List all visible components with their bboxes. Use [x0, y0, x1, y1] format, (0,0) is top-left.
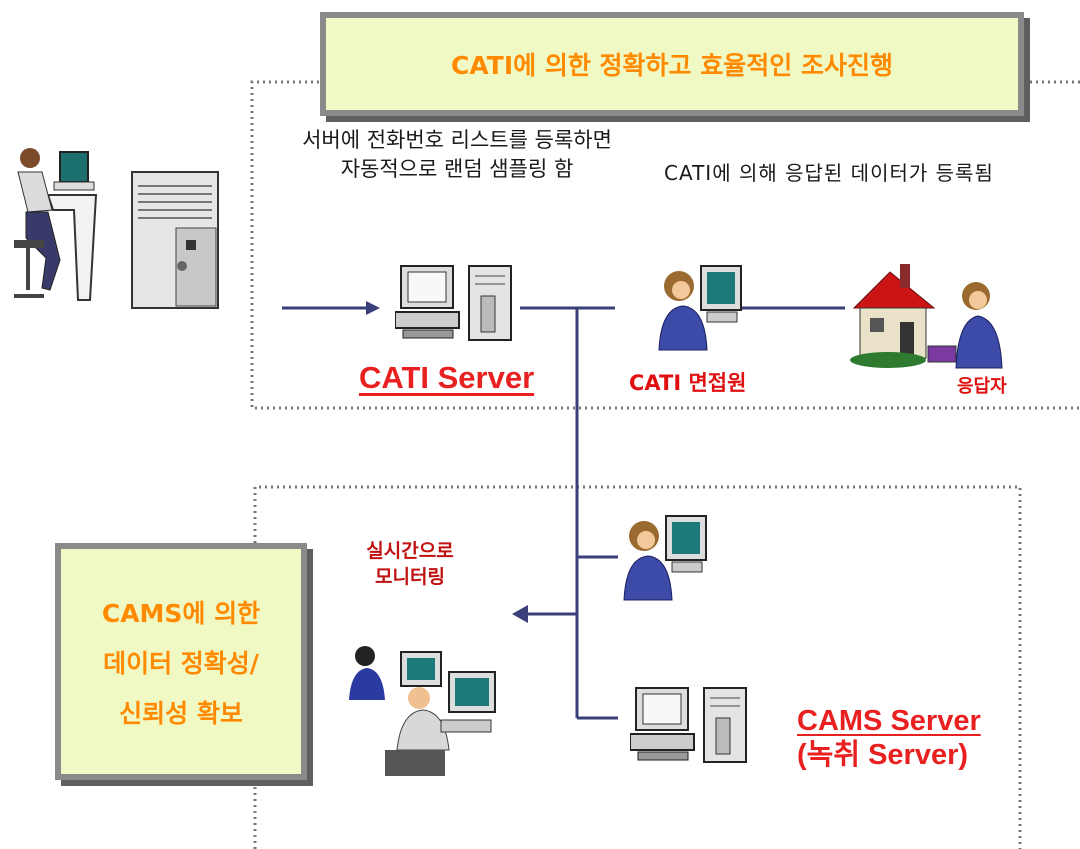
cams-title-line-1: CAMS에 의한 — [101, 598, 261, 628]
cams-server-line-2: (녹취 Server) — [797, 739, 969, 771]
cati-title: CATI에 의한 정확하고 효율적인 조사진행 — [451, 51, 893, 80]
database-server-icon — [131, 171, 219, 309]
note-left-line-2: 자동적으로 랜덤 샘플링 함 — [340, 157, 574, 181]
cams-server-line-1: CAMS Server — [797, 705, 981, 737]
interviewer-icon — [658, 265, 742, 351]
interviewer-label: CATI 면접원 — [629, 371, 747, 395]
note-left-line-1: 서버에 전화번호 리스트를 등록하면 — [302, 128, 612, 152]
respondent-house-icon — [850, 264, 1003, 369]
monitored-agent-icon — [623, 515, 707, 601]
monitoring-line-2: 모니터링 — [375, 566, 445, 588]
note-right: CATI에 의해 응답된 데이터가 등록됨 — [664, 161, 994, 185]
cams-server-icon — [630, 687, 747, 763]
monitoring-label: 실시간으로 모니터링 — [360, 538, 460, 590]
cati-title-box: CATI에 의한 정확하고 효율적인 조사진행 — [320, 12, 1024, 116]
monitoring-team-icon — [349, 646, 496, 776]
operator-at-desk-icon — [14, 148, 98, 301]
cams-title-box: CAMS에 의한 데이터 정확성/ 신뢰성 확보 — [55, 543, 307, 780]
respondent-label: 응답자 — [957, 376, 1007, 397]
monitor-arrow-head — [512, 605, 528, 623]
cams-title-line-3: 신뢰성 확보 — [119, 698, 243, 728]
cams-server-label: CAMS Server (녹취 Server) — [797, 704, 981, 772]
note-left: 서버에 전화번호 리스트를 등록하면 자동적으로 랜덤 샘플링 함 — [272, 126, 642, 184]
input-arrow-head — [366, 301, 380, 315]
cams-title-line-2: 데이터 정확성/ — [103, 648, 259, 678]
cati-server-label: CATI Server — [359, 360, 535, 395]
cati-region-border — [250, 80, 1080, 410]
monitoring-line-1: 실시간으로 — [366, 540, 454, 562]
cati-server-icon — [395, 265, 512, 341]
